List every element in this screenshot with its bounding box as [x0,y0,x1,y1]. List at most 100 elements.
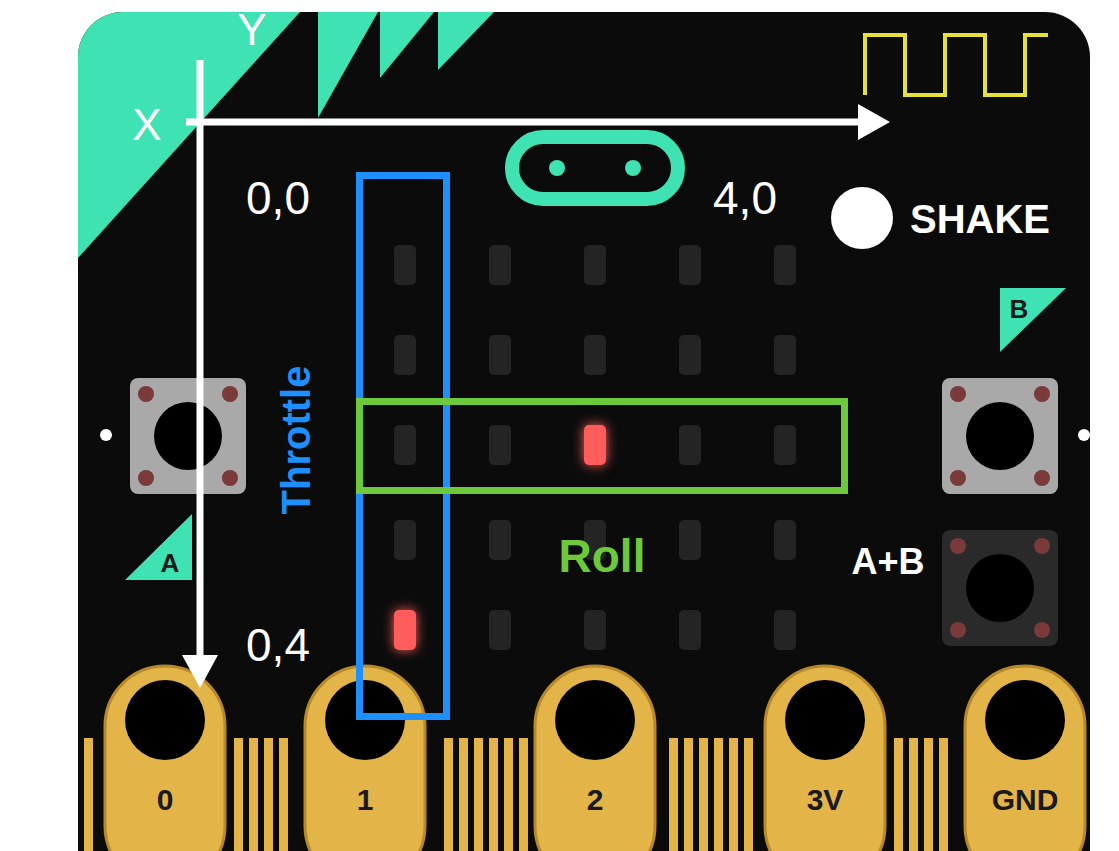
pin-name: GND [992,785,1059,815]
led-off [774,425,796,465]
pin-pad [105,666,225,851]
button-name: B [1010,296,1029,322]
led-off [679,425,701,465]
edge-dot [100,429,112,441]
led-off [679,245,701,285]
edge-pads [105,666,1085,851]
pin-pad [965,666,1085,851]
y-arrowhead [182,655,218,688]
led-off [489,610,511,650]
pin-pad-shape [535,666,655,851]
button-cap [966,554,1034,622]
edge-finger [474,738,483,851]
axis-label: Throttle [276,366,316,515]
edge-finger [264,738,273,851]
shake-dot [831,187,893,249]
button-feet [138,386,238,486]
edge-finger [684,738,693,851]
square-wave-icon [865,35,1048,95]
led-off [584,610,606,650]
pin-name: 3V [807,785,844,815]
led-matrix [394,245,796,650]
pin-pad-shape [965,666,1085,851]
button-feet [950,538,1050,638]
led-off [394,520,416,560]
stripe-tooth [438,12,494,70]
corner-stripes [78,12,494,258]
led-off [489,520,511,560]
pin-pad [535,666,655,851]
pin-hole [555,680,635,760]
stripe-tooth [380,12,434,78]
edge-finger [669,738,678,851]
led-off [774,245,796,285]
edge-finger [909,738,918,851]
led-off [679,520,701,560]
coordinate: 4,0 [713,175,777,221]
edge-finger [894,738,903,851]
pin-name: 1 [357,785,374,815]
pin-name: 0 [157,785,174,815]
led-off [394,245,416,285]
button-a [130,378,246,494]
button-name: A+B [851,544,924,580]
button-b [942,378,1058,494]
button-cap [966,402,1034,470]
button-feet [950,386,1050,486]
edge-finger [489,738,498,851]
edge-dot [1078,429,1090,441]
edge-finger [729,738,738,851]
x-axis [186,119,862,126]
pin-pad-shape [105,666,225,851]
led-off [679,610,701,650]
stripe-tooth [318,12,378,118]
logo-outline [512,137,678,199]
button-a-tag [125,514,192,580]
axis-name: X [132,103,161,147]
led-off [584,335,606,375]
logo-dot [625,160,641,176]
coordinate: 0,0 [246,175,310,221]
led-off [394,425,416,465]
edge-finger [504,738,513,851]
coordinate: 0,4 [246,622,310,668]
pin-pad-shape [765,666,885,851]
led-lit [584,425,606,465]
led-off [584,245,606,285]
button-cap [154,402,222,470]
button-b-tag [1000,288,1066,352]
axes [186,60,862,660]
sensor-label: SHAKE [910,199,1050,239]
x-arrowhead [858,104,890,140]
edge-finger [444,738,453,851]
led-off [679,335,701,375]
edge-finger [924,738,933,851]
axis-name: Y [237,8,266,52]
led-off [774,335,796,375]
edge-finger [249,738,258,851]
pin-pad-shape [305,666,425,851]
edge-finger [939,738,948,851]
edge-finger [519,738,528,851]
edge-finger [279,738,288,851]
button-ab [942,530,1058,646]
led-off [489,425,511,465]
button-name: A [161,550,180,576]
led-off [489,245,511,285]
pin-hole [325,680,405,760]
roll-row: Roll [356,398,848,588]
pin-hole [125,680,205,760]
edge-finger [84,738,93,851]
pin-hole [785,680,865,760]
led-off [489,335,511,375]
axis-label: Roll [559,533,646,579]
pin-pad [305,666,425,851]
led-off [774,610,796,650]
pin-pad [765,666,885,851]
led-off [394,335,416,375]
highlight-box [356,172,450,720]
